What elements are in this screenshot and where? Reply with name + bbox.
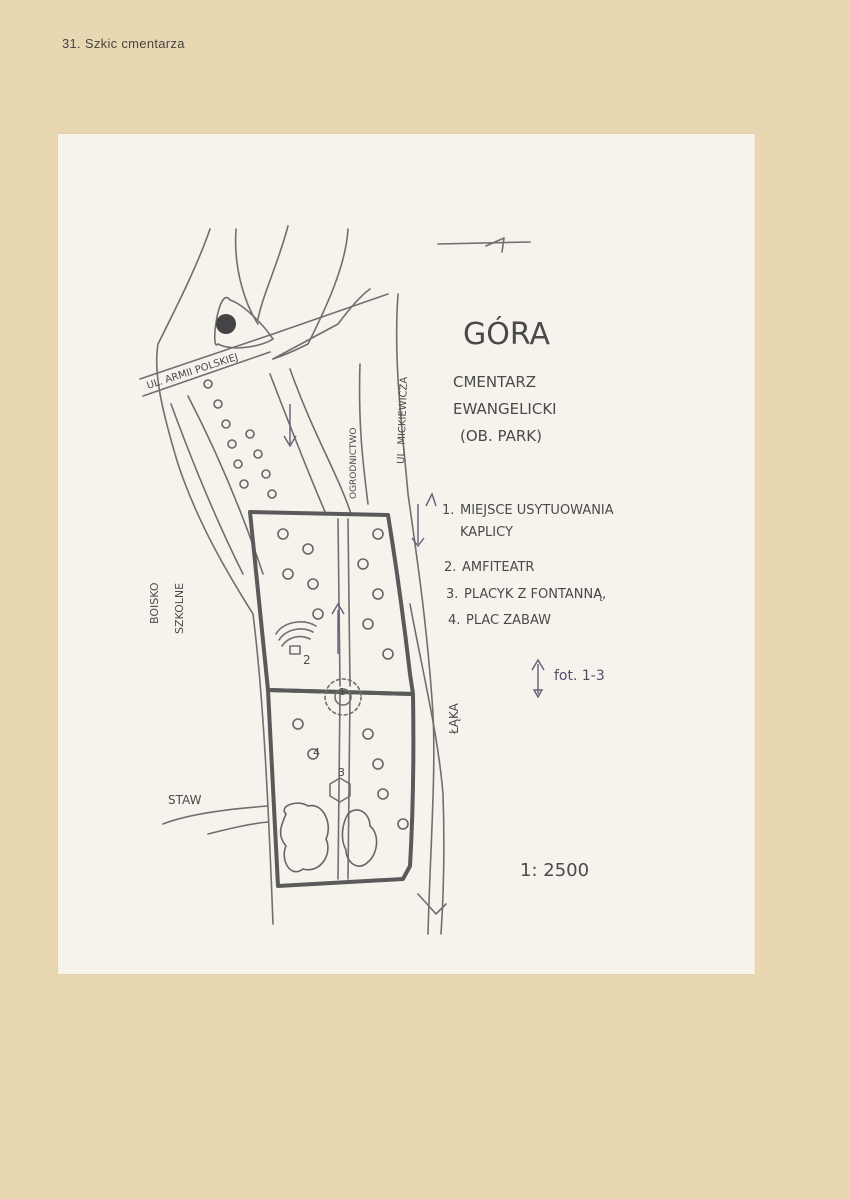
subtitle-line-3: (OB. PARK) bbox=[460, 427, 542, 445]
photo-direction-arrows bbox=[283, 404, 545, 699]
label-ogrodnictwo: OGRODNICTWO bbox=[349, 428, 359, 499]
north-arrow-icon bbox=[437, 237, 531, 253]
subtitle-line-1: CMENTARZ bbox=[453, 373, 536, 391]
map-scale: 1: 2500 bbox=[520, 860, 589, 881]
map-sheet: UL. ARMII POLSKIEJ UL. MICKIEWICZA OGROD… bbox=[58, 134, 755, 974]
monument-roundabout bbox=[213, 296, 274, 349]
tree-clusters bbox=[203, 379, 409, 873]
cemetery-sketch-map: UL. ARMII POLSKIEJ UL. MICKIEWICZA OGROD… bbox=[139, 225, 614, 935]
road-network bbox=[139, 225, 447, 935]
legend-text-3: PLACYK Z FONTANNĄ, bbox=[464, 587, 606, 602]
figure-caption: 31. Szkic cmentarza bbox=[62, 36, 185, 51]
photo-note: fot. 1-3 bbox=[554, 668, 605, 684]
label-szkolne: SZKOLNE bbox=[173, 583, 186, 634]
legend-num-4: 4. bbox=[448, 613, 460, 628]
legend-num-3: 3. bbox=[446, 587, 458, 602]
label-staw: STAW bbox=[168, 793, 202, 807]
legend-text-1a: MIEJSCE USYTUOWANIA bbox=[460, 503, 614, 518]
cemetery-walls bbox=[248, 510, 416, 888]
map-legend: 1. MIEJSCE USYTUOWANIA KAPLICY 2. AMFITE… bbox=[442, 503, 614, 628]
legend-text-2: AMFITEATR bbox=[462, 560, 534, 575]
map-title: GÓRA bbox=[463, 315, 550, 352]
map-marker-2: 2 bbox=[303, 653, 311, 667]
amphitheatre-icon bbox=[275, 621, 317, 655]
map-marker-3: 3 bbox=[338, 766, 345, 779]
subtitle-line-2: EWANGELICKI bbox=[453, 400, 557, 418]
legend-num-2: 2. bbox=[444, 560, 456, 575]
street-label-mickiewicza: UL. MICKIEWICZA bbox=[396, 376, 410, 464]
legend-text-4: PLAC ZABAW bbox=[466, 613, 551, 628]
legend-num-1: 1. bbox=[442, 503, 454, 518]
label-laka: ŁĄKA bbox=[447, 702, 461, 735]
legend-text-1b: KAPLICY bbox=[460, 525, 513, 540]
map-marker-1: 1 bbox=[339, 687, 345, 698]
map-marker-4: 4 bbox=[313, 746, 320, 759]
label-boisko: BOISKO bbox=[148, 582, 161, 624]
fountain-plaza-icon bbox=[324, 678, 362, 716]
